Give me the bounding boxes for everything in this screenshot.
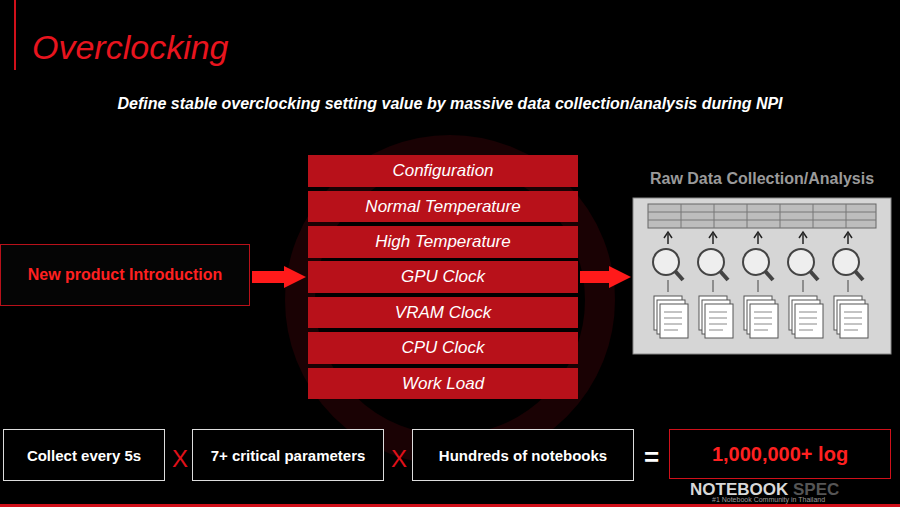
node-text: New product Introduction: [28, 266, 223, 284]
operator-sign: =: [644, 442, 659, 473]
node-text: Hundreds of notebooks: [439, 447, 607, 464]
parameter-band: CPU Clock: [308, 332, 578, 364]
info-box: 7+ critical parameters: [192, 429, 384, 481]
parameter-band: Work Load: [308, 368, 578, 399]
node-text: VRAM Clock: [395, 303, 491, 323]
operator-sign: X: [172, 445, 188, 473]
accent-line: [14, 0, 16, 70]
flow-arrow: [252, 271, 284, 283]
node-text: GPU Clock: [401, 267, 485, 287]
node-text: CPU Clock: [401, 338, 484, 358]
node-text: Configuration: [392, 161, 493, 181]
info-box: Hundreds of notebooks: [412, 429, 634, 481]
parameter-band: VRAM Clock: [308, 297, 578, 328]
dragon-shadow: [300, 150, 600, 450]
node-text: Normal Temperature: [365, 197, 520, 217]
parameter-band: Configuration: [308, 155, 578, 187]
node-text: 1,000,000+ log: [712, 443, 848, 466]
bottom-rule: [0, 504, 900, 507]
data-panel: Raw Data Collection/Analysis: [633, 170, 891, 354]
slide-title: Overclocking: [32, 28, 229, 67]
parameter-band: GPU Clock: [308, 261, 578, 293]
node-text: Collect every 5s: [27, 447, 141, 464]
parameter-band: High Temperature: [308, 226, 578, 258]
info-box: New product Introduction: [0, 244, 250, 306]
subtitle: Define stable overclocking setting value…: [117, 95, 782, 113]
info-box: Collect every 5s: [3, 429, 165, 481]
node-text: Raw Data Collection/Analysis: [650, 170, 874, 188]
flow-arrow: [580, 271, 609, 283]
data-illustration: [633, 198, 891, 354]
parameter-band: Normal Temperature: [308, 191, 578, 222]
node-text: High Temperature: [375, 232, 510, 252]
info-box: 1,000,000+ log: [669, 429, 891, 479]
operator-sign: X: [391, 445, 407, 473]
node-text: 7+ critical parameters: [211, 447, 366, 464]
node-text: Work Load: [402, 374, 484, 394]
watermark: #1 Notebook Community in Thailand: [712, 496, 825, 503]
